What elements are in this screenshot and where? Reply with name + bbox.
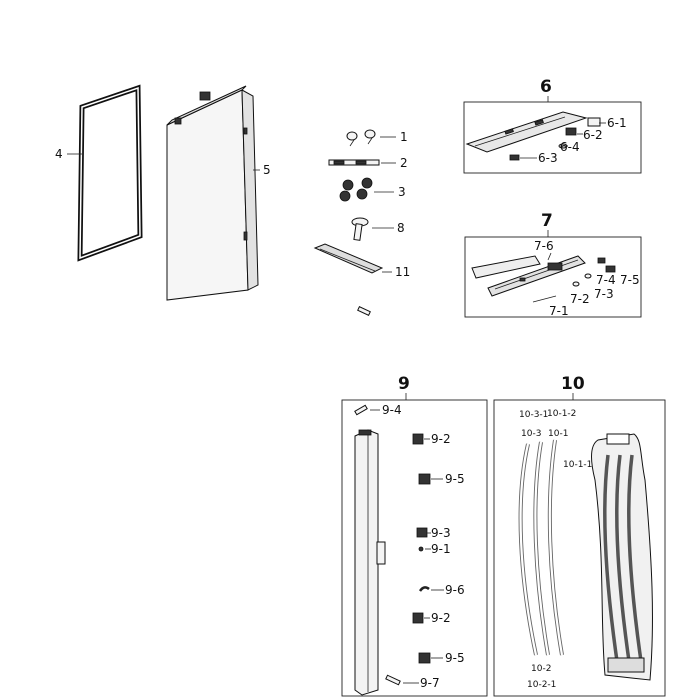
part-9-1-shape	[418, 546, 424, 552]
label-4: 4	[55, 147, 63, 161]
part-9-2a-shape	[412, 433, 424, 445]
group-10-number: 10	[561, 374, 585, 394]
group-10-box	[493, 399, 666, 697]
group-6-box	[463, 101, 642, 174]
group-9-number: 9	[398, 374, 410, 394]
door-bar	[313, 243, 384, 274]
rail-tray	[591, 433, 653, 681]
label-10-1: 10-1	[548, 429, 568, 439]
label-7-4: 7-4	[596, 273, 616, 287]
label-8: 8	[397, 221, 405, 235]
bolts	[339, 177, 373, 202]
group-6-number: 6	[540, 77, 552, 97]
label-7-2: 7-2	[570, 292, 590, 306]
part-9-6-shape	[418, 586, 430, 592]
label-9-5a: 9-5	[445, 472, 465, 486]
door-panel	[166, 85, 259, 301]
label-10-1-2: 10-1-2	[547, 409, 576, 419]
group-7-box	[464, 236, 642, 318]
group-6-bracket	[465, 111, 601, 161]
label-10-3-1: 10-3-1	[519, 410, 548, 420]
hinge-pin	[351, 217, 369, 241]
label-9-5b: 9-5	[445, 651, 465, 665]
part-9-4-shape	[354, 404, 368, 416]
part-9-5a-shape	[418, 473, 431, 485]
label-9-7: 9-7	[420, 676, 440, 690]
group-9-box	[341, 399, 488, 697]
hinge-plate-strip	[328, 159, 380, 166]
label-2: 2	[400, 156, 408, 170]
label-10-2-1: 10-2-1	[527, 680, 556, 690]
part-9-2b-shape	[412, 612, 424, 624]
label-9-2b: 9-2	[431, 611, 451, 625]
label-3: 3	[398, 185, 406, 199]
label-6-3: 6-3	[538, 151, 558, 165]
label-11: 11	[395, 265, 410, 279]
part-9-3-shape	[416, 527, 428, 538]
label-5: 5	[263, 163, 271, 177]
clip-small	[357, 305, 371, 317]
label-9-1: 9-1	[431, 542, 451, 556]
label-7-1: 7-1	[549, 304, 569, 318]
curved-rails	[518, 439, 564, 656]
label-6-1: 6-1	[607, 116, 627, 130]
group-7-number: 7	[541, 211, 553, 231]
label-7-5: 7-5	[620, 273, 640, 287]
label-7-6: 7-6	[534, 239, 554, 253]
label-10-2: 10-2	[531, 664, 551, 674]
label-1: 1	[400, 130, 408, 144]
label-9-6: 9-6	[445, 583, 465, 597]
label-9-4: 9-4	[382, 403, 402, 417]
label-6-2: 6-2	[583, 128, 603, 142]
label-7-3: 7-3	[594, 287, 614, 301]
door-gasket	[77, 84, 143, 262]
part-9-7-shape	[385, 674, 401, 686]
label-10-3: 10-3	[521, 429, 541, 439]
group-7-hinge-assembly	[471, 255, 616, 303]
part-9-5b-shape	[418, 652, 431, 664]
door-handle-rail	[354, 429, 386, 696]
label-9-2a: 9-2	[431, 432, 451, 446]
screws	[346, 129, 376, 147]
label-10-1-1: 10-1-1	[563, 460, 592, 470]
label-9-3: 9-3	[431, 526, 451, 540]
label-6-4: 6-4	[560, 140, 580, 154]
